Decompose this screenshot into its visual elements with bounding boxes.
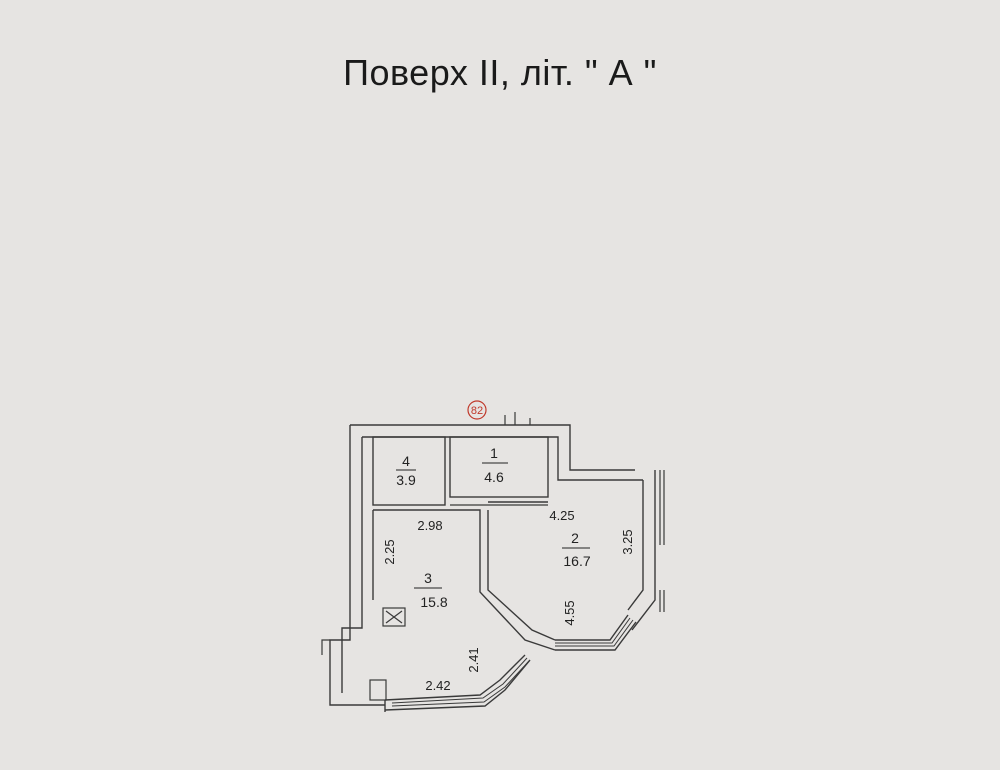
stamp-circle [467,400,487,420]
room-3-area: 15.8 [420,594,447,610]
room-1-area: 4.6 [484,469,504,485]
room-4-number: 4 [402,453,410,469]
room-2-dim-side: 3.25 [620,529,635,554]
room-3-number: 3 [424,570,432,586]
window-lines [391,617,634,707]
room-1-number: 1 [490,445,498,461]
room-4-outline [372,436,446,506]
fixtures [321,412,665,701]
room-1-outline [449,436,549,498]
outer-walls [329,424,656,706]
room-2-number: 2 [571,530,579,546]
room-4-area: 3.9 [396,472,416,488]
partition-walls [372,501,637,712]
room-2-dim-top: 4.25 [549,508,574,523]
room-3-dim-diag: 2.41 [466,647,481,672]
room-3-dim-top: 2.98 [417,518,442,533]
stamp-number: 82 [471,405,483,417]
page-title: Поверх II, літ. " А " [343,52,657,93]
room-2-area: 16.7 [563,553,590,569]
room-3-dim-side: 2.25 [382,539,397,564]
room-3-dim-bottom: 2.42 [425,678,450,693]
room-2-dim-diag: 4.55 [562,600,577,625]
